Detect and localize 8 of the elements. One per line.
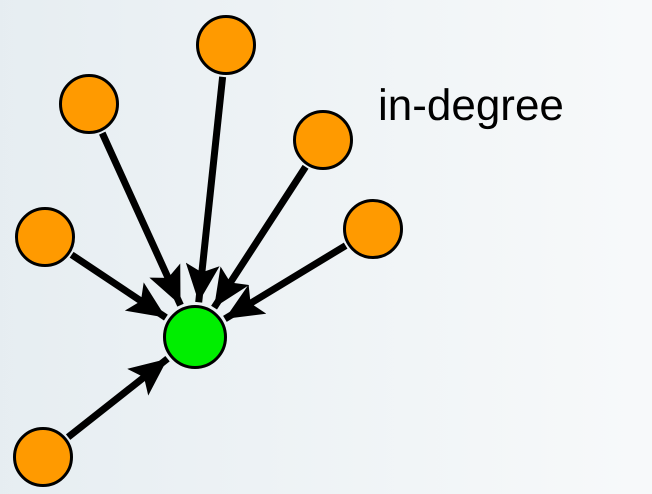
arrow: [99, 132, 184, 307]
arrow: [70, 252, 168, 320]
arrow: [66, 356, 170, 440]
arrow: [223, 242, 348, 322]
degree-label: in-degree: [378, 84, 564, 128]
arrow: [211, 164, 308, 310]
arrow: [186, 76, 226, 303]
graph-node: [163, 305, 227, 369]
